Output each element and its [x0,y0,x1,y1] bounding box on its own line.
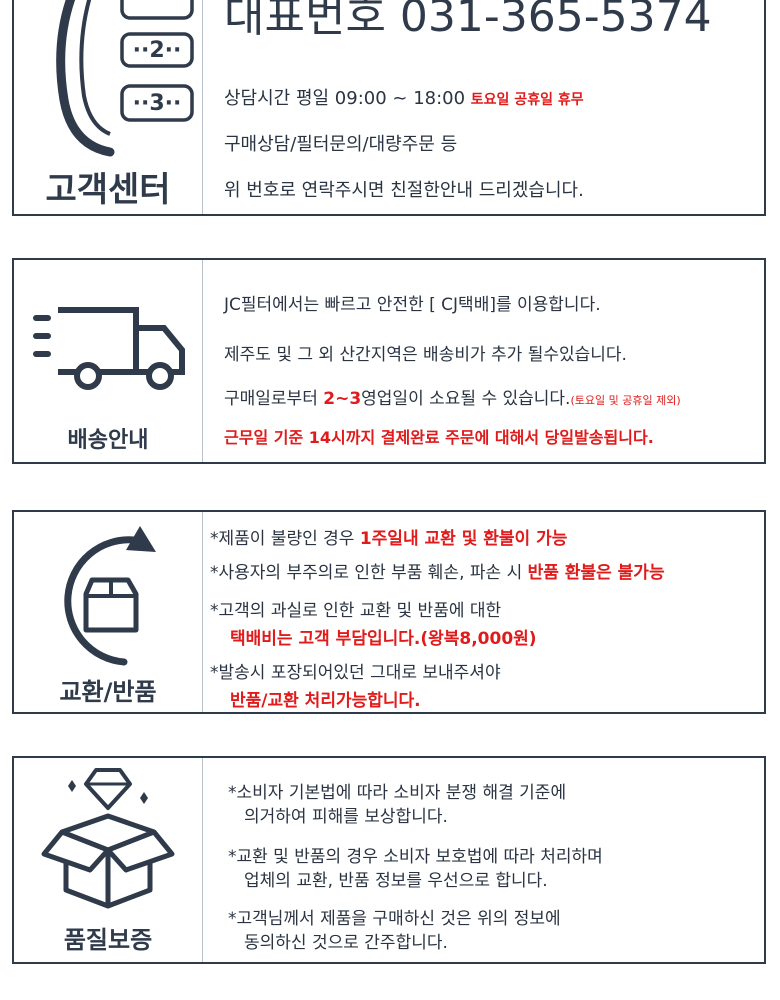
inquiry-line: 구매상담/필터문의/대량주문 등 [224,134,458,155]
hours-off-text: 토요일 공휴일 휴무 [470,92,584,108]
exchange-label: 교환/반품 [59,678,157,706]
shipping-line-3: 구매일로부터 2~3영업일이 소요될 수 있습니다.(토요일 및 공휴일 제외) [224,384,681,409]
customer-center-icon-area: ··2·· ··3·· 고객센터 [14,0,203,214]
keypad-3: ··3·· [132,91,182,116]
exchange-line-5: *발송시 포장되어있던 그대로 보내주셔야 [210,663,501,683]
exchange-line-1-a: *제품이 불량인 경우 [210,529,360,549]
shipping-note: (토요일 및 공휴일 제외) [570,394,681,407]
exchange-line-2-b: 반품 환불은 불가능 [527,563,665,583]
phone-keypad-icon [56,0,194,157]
exchange-panel: 교환/반품 *제품이 불량인 경우 1주일내 교환 및 환불이 가능 *사용자의… [12,510,766,714]
customer-center-label: 고객센터 [45,170,171,210]
customer-center-panel: ··2·· ··3·· 고객센터 대표번호 031-365-5374 상담시간 … [12,0,766,216]
quality-line-4: 업체의 교환, 반품 정보를 우선으로 합니다. [244,871,548,891]
exchange-icon-area: 교환/반품 [14,512,203,712]
shipping-line-4: 근무일 기준 14시까지 결제완료 주문에 대해서 당일발송됩니다. [224,428,654,447]
exchange-line-6: 반품/교환 처리가능합니다. [230,691,421,711]
exchange-line-1-b: 1주일내 교환 및 환불이 가능 [359,529,568,549]
phone-number: 대표번호 031-365-5374 [224,0,712,42]
exchange-line-1: *제품이 불량인 경우 1주일내 교환 및 환불이 가능 [210,524,567,549]
shipping-line-3-c: 영업일이 소요될 수 있습니다. [361,389,571,409]
shipping-days: 2~3 [323,389,362,409]
shipping-label: 배송안내 [67,428,149,453]
quality-line-6: 동의하신 것으로 간주합니다. [244,933,448,953]
shipping-line-1: JC필터에서는 빠르고 안전한 [ CJ택배]를 이용합니다. [224,295,601,315]
exchange-line-2: *사용자의 부주의로 인한 부품 훼손, 파손 시 반품 환불은 불가능 [210,558,665,583]
return-box-icon [64,526,156,666]
shipping-panel: 배송안내 JC필터에서는 빠르고 안전한 [ CJ택배]를 이용합니다. 제주도… [12,258,766,464]
hours-text: 상담시간 평일 09:00 ~ 18:00 [224,88,471,109]
quality-panel: 품질보증 *소비자 기본법에 따라 소비자 분쟁 해결 기준에 의거하여 피해를… [12,756,766,964]
exchange-line-4: 택배비는 고객 부담입니다.(왕복8,000원) [230,629,537,649]
quality-icon-area: 품질보증 [14,758,203,962]
keypad-2: ··2·· [132,38,182,63]
shipping-icon-area: 배송안내 [14,260,203,462]
exchange-line-2-a: *사용자의 부주의로 인한 부품 훼손, 파손 시 [210,563,528,583]
shipping-line-3-a: 구매일로부터 [224,389,324,409]
exchange-line-3: *고객의 과실로 인한 교환 및 반품에 대한 [210,601,502,621]
quality-line-1: *소비자 기본법에 따라 소비자 분쟁 해결 기준에 [228,783,567,803]
shipping-line-2: 제주도 및 그 외 산간지역은 배송비가 추가 될수있습니다. [224,345,627,365]
quality-line-3: *교환 및 반품의 경우 소비자 보호법에 따라 처리하며 [228,847,603,867]
quality-line-2: 의거하여 피해를 보상합니다. [244,807,448,827]
hours-line: 상담시간 평일 09:00 ~ 18:00 토요일 공휴일 휴무 [224,84,584,110]
diamond-box-icon [41,768,175,909]
truck-icon [33,307,185,390]
quality-line-5: *고객님께서 제품을 구매하신 것은 위의 정보에 [228,909,561,929]
quality-label: 품질보증 [63,926,153,954]
contact-line: 위 번호로 연락주시면 친절한안내 드리겠습니다. [224,180,584,201]
